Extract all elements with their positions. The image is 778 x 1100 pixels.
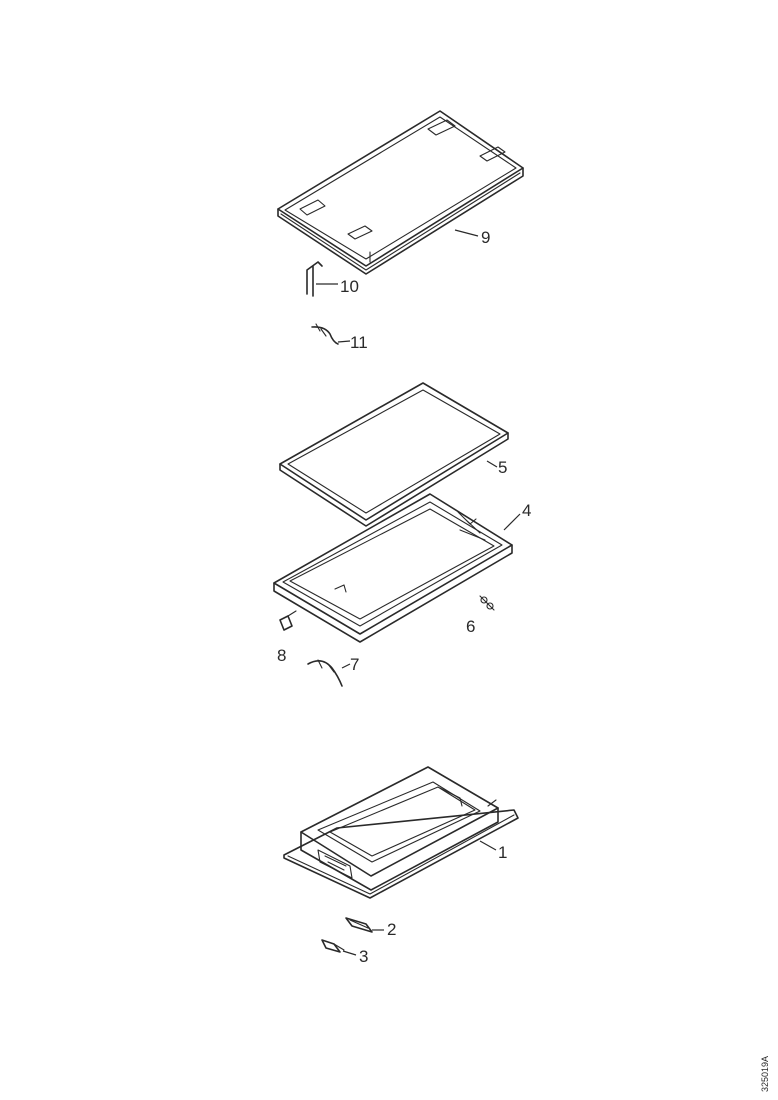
part-6-fastener bbox=[479, 595, 495, 611]
part-4-frame bbox=[273, 493, 513, 643]
part-10-clip bbox=[306, 261, 323, 297]
part-2-hinge-piece bbox=[345, 917, 373, 933]
leader-1 bbox=[479, 840, 497, 851]
callout-6: 6 bbox=[466, 617, 475, 636]
leader-5 bbox=[486, 460, 498, 468]
callout-10: 10 bbox=[340, 277, 359, 296]
callout-2: 2 bbox=[387, 920, 396, 939]
part-3-pin bbox=[321, 939, 345, 953]
part-1-base-housing bbox=[283, 766, 519, 899]
callout-7: 7 bbox=[350, 655, 359, 674]
drawing-code: 325019A bbox=[760, 1056, 770, 1092]
part-5-gasket bbox=[279, 382, 509, 527]
callout-9: 9 bbox=[481, 228, 490, 247]
leader-3 bbox=[342, 950, 357, 956]
leader-4 bbox=[503, 513, 521, 531]
part-8-bracket bbox=[279, 610, 297, 631]
callout-5: 5 bbox=[498, 458, 507, 477]
part-7-spring bbox=[307, 659, 343, 687]
part-9-cover-panel bbox=[277, 110, 524, 275]
callout-1: 1 bbox=[498, 843, 507, 862]
leader-7 bbox=[341, 663, 351, 669]
callout-8: 8 bbox=[277, 646, 286, 665]
part-11-spring bbox=[311, 323, 339, 345]
callout-11: 11 bbox=[350, 333, 368, 352]
leader-9 bbox=[454, 229, 479, 237]
callout-4: 4 bbox=[522, 501, 531, 520]
leader-11 bbox=[337, 340, 351, 343]
callout-3: 3 bbox=[359, 947, 368, 966]
